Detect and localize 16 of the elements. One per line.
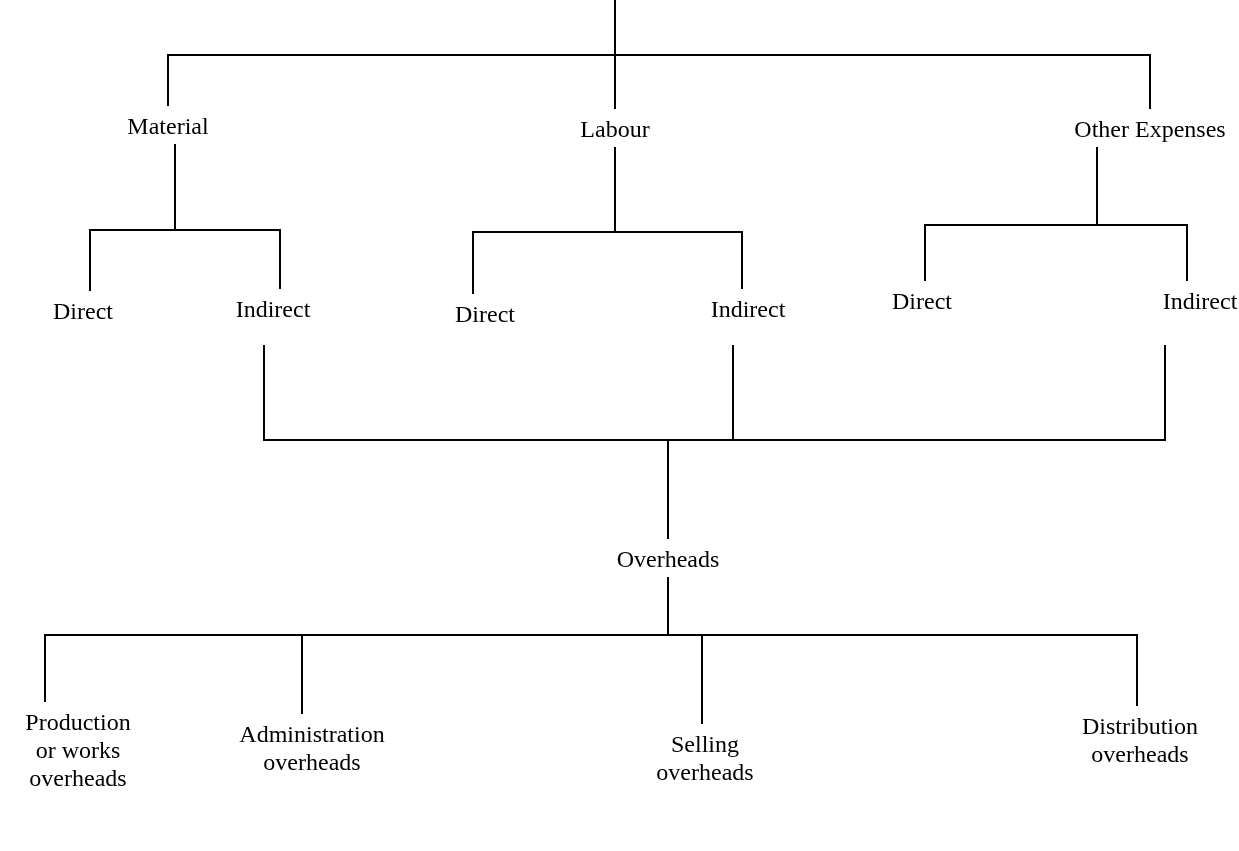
connector-line [667, 344, 1166, 540]
node-label: Overheads [568, 545, 768, 573]
connector-line [667, 576, 1138, 707]
connector-line [614, 0, 1151, 110]
node-label: Production or works overheads [18, 708, 138, 792]
node-label: Labour [515, 115, 715, 143]
connector-line [1096, 146, 1188, 282]
connector-line [174, 143, 281, 290]
node-label: Administration overheads [222, 720, 402, 776]
node-label: Indirect [1100, 287, 1239, 315]
node-label: Distribution overheads [1070, 712, 1210, 768]
node-label: Selling overheads [650, 730, 760, 786]
node-label: Direct [385, 300, 585, 328]
node-label: Material [68, 112, 268, 140]
node-label: Other Expenses [1050, 115, 1239, 143]
connector-line [614, 146, 743, 290]
